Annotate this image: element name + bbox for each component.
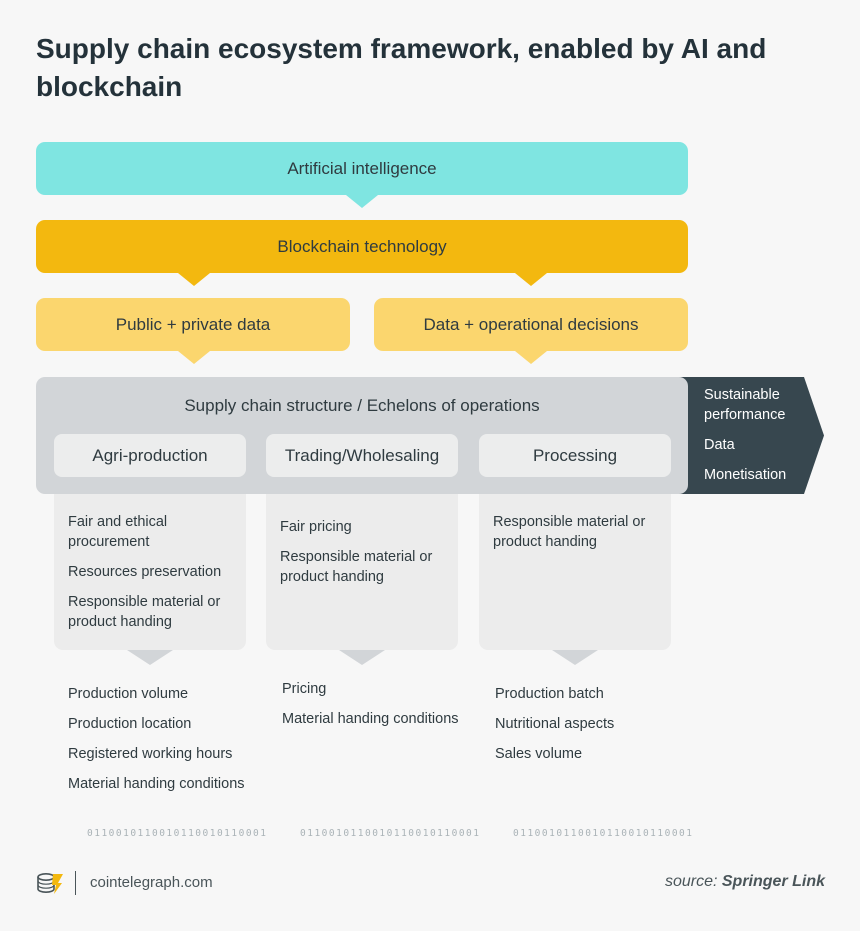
- output-item: Sustainable performance: [704, 387, 786, 423]
- output-item: Monetisation: [704, 467, 787, 483]
- binary-strip: 0110010110010110010110001: [300, 828, 481, 839]
- blockchain-connector-right: [515, 273, 547, 286]
- structure-title: Supply chain structure / Echelons of ope…: [184, 396, 540, 415]
- data-item: Production location: [68, 716, 192, 732]
- binary-strip: 0110010110010110010110001: [513, 828, 694, 839]
- public-private-connector: [178, 351, 210, 364]
- practices-list: Responsible material or product handing: [493, 512, 665, 562]
- practice-item: Responsible material or product handing: [493, 514, 646, 550]
- practices-panel-trading: Fair pricing Responsible material or pro…: [266, 494, 458, 650]
- ai-connector: [346, 195, 378, 208]
- data-item: Registered working hours: [68, 746, 233, 762]
- echelon-trading-wholesaling: Trading/Wholesaling: [266, 434, 458, 477]
- outputs-list: Sustainable performance Data Monetisatio…: [704, 385, 822, 495]
- data-list-trading: Pricing Material handing conditions: [282, 679, 462, 739]
- blockchain-layer: Blockchain technology: [36, 220, 688, 273]
- public-private-data-box: Public + private data: [36, 298, 350, 351]
- decisions-connector: [515, 351, 547, 364]
- practices-panel-agri: Fair and ethical procurement Resources p…: [54, 494, 246, 650]
- data-list-agri: Production volume Production location Re…: [68, 684, 248, 804]
- data-item: Nutritional aspects: [495, 716, 615, 732]
- practice-item: Fair pricing: [280, 519, 352, 535]
- source-credit: source: Springer Link: [620, 873, 825, 891]
- operational-decisions-label: Data + operational decisions: [423, 314, 639, 334]
- echelon-label: Trading/Wholesaling: [284, 445, 440, 465]
- outputs-arrow: Sustainable performance Data Monetisatio…: [668, 377, 824, 494]
- footer-domain: cointelegraph.com: [90, 874, 213, 891]
- data-item: Production batch: [495, 686, 604, 702]
- practices-panel-processing: Responsible material or product handing: [479, 494, 671, 650]
- public-private-data-label: Public + private data: [115, 314, 271, 334]
- practice-item: Responsible material or product handing: [280, 549, 433, 585]
- source-name: Springer Link: [721, 873, 825, 890]
- chevron-arrow-shape: [668, 377, 824, 494]
- blockchain-connector-left: [178, 273, 210, 286]
- practice-item: Resources preservation: [68, 564, 222, 580]
- practice-item: Fair and ethical procurement: [68, 514, 168, 550]
- cointelegraph-logo-icon: [36, 870, 64, 896]
- page-title: Supply chain ecosystem framework, enable…: [36, 33, 767, 102]
- practices-list: Fair and ethical procurement Resources p…: [68, 512, 240, 642]
- binary-strip: 0110010110010110010110001: [87, 828, 268, 839]
- source-prefix: source:: [664, 873, 718, 890]
- footer-divider: [75, 871, 76, 895]
- practice-item: Responsible material or product handing: [68, 594, 221, 630]
- panel-connector: [127, 650, 173, 665]
- ai-layer-label: Artificial intelligence: [287, 158, 437, 178]
- data-item: Material handing conditions: [282, 711, 459, 727]
- data-list-processing: Production batch Nutritional aspects Sal…: [495, 684, 675, 774]
- data-item: Production volume: [68, 686, 189, 702]
- blockchain-layer-label: Blockchain technology: [277, 236, 447, 256]
- operational-decisions-box: Data + operational decisions: [374, 298, 688, 351]
- data-item: Sales volume: [495, 746, 583, 762]
- practices-list: Fair pricing Responsible material or pro…: [280, 517, 452, 597]
- echelon-label: Processing: [532, 445, 618, 465]
- ai-layer: Artificial intelligence: [36, 142, 688, 195]
- echelon-label: Agri-production: [92, 445, 208, 465]
- panel-connector: [339, 650, 385, 665]
- data-item: Pricing: [282, 681, 327, 697]
- output-item: Data: [704, 437, 735, 453]
- panel-connector: [552, 650, 598, 665]
- data-item: Material handing conditions: [68, 776, 245, 792]
- echelon-processing: Processing: [479, 434, 671, 477]
- echelon-agri-production: Agri-production: [54, 434, 246, 477]
